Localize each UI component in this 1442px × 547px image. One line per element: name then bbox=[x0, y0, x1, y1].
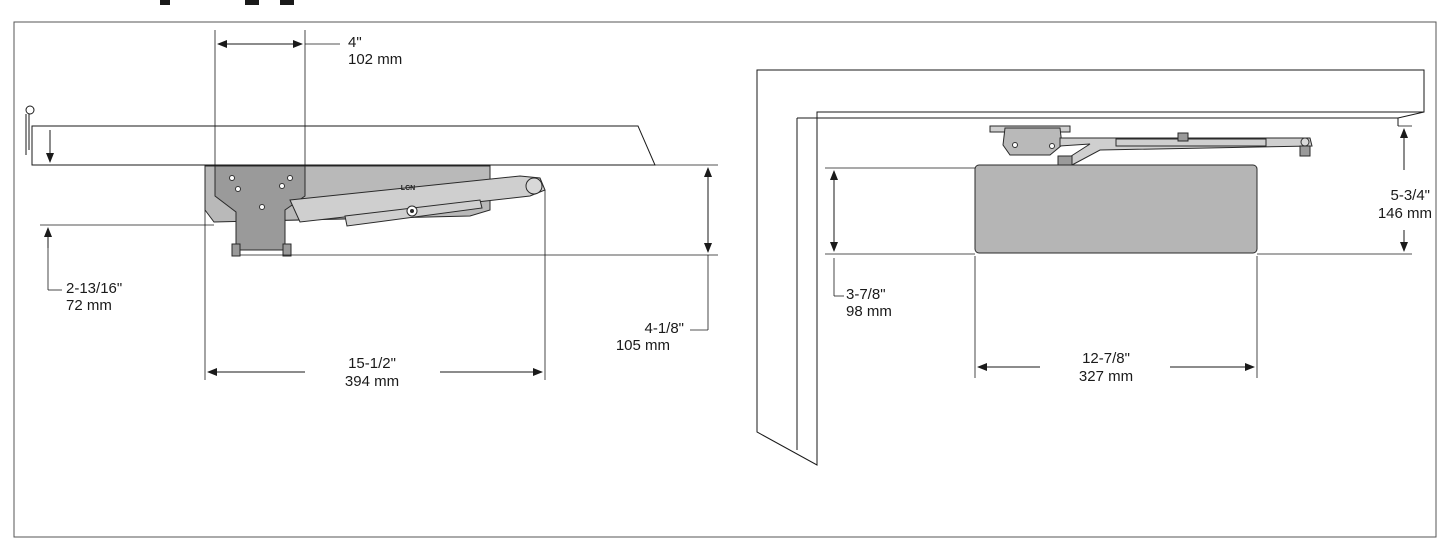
heading-fragment bbox=[280, 0, 294, 5]
drawing-frame bbox=[13, 21, 1437, 538]
dim-body-height-imperial: 3-7/8" bbox=[846, 286, 886, 303]
dim-width-top-imperial: 4" bbox=[348, 34, 362, 51]
closer-cover bbox=[974, 164, 1258, 254]
dim-body-length-imperial: 12-7/8" bbox=[1082, 350, 1130, 367]
header-frame-outline bbox=[756, 69, 1425, 466]
dim-body-length-metric: 327 mm bbox=[1079, 368, 1133, 385]
hinge-pin-icon bbox=[25, 105, 35, 155]
closer-arm-top bbox=[989, 125, 1313, 167]
closer-arm bbox=[289, 175, 546, 227]
dim-depth-metric: 105 mm bbox=[616, 337, 670, 354]
dim-offset-imperial: 2-13/16" bbox=[66, 280, 122, 297]
heading-fragment bbox=[245, 0, 259, 5]
dim-body-height-metric: 98 mm bbox=[846, 303, 892, 320]
brand-mark: LCN bbox=[401, 185, 415, 192]
dim-total-height-imperial: 5-3/4" bbox=[1390, 187, 1430, 204]
dim-offset-metric: 72 mm bbox=[66, 297, 112, 314]
dim-length-metric: 394 mm bbox=[345, 373, 399, 390]
heading-fragment bbox=[160, 0, 170, 5]
door-frame-outline bbox=[31, 125, 656, 166]
dim-depth-imperial: 4-1/8" bbox=[644, 320, 684, 337]
dim-length-imperial: 15-1/2" bbox=[348, 355, 396, 372]
left-view: LCN 4" 102 mm 2-13/16" 72 mm 4-1/8" 105 … bbox=[25, 30, 718, 390]
dim-total-height-metric: 146 mm bbox=[1378, 205, 1432, 222]
right-view: 5-3/4" 146 mm 3-7/8" 98 mm 12-7/8" 327 m… bbox=[756, 69, 1432, 466]
dim-width-top-metric: 102 mm bbox=[348, 51, 402, 68]
